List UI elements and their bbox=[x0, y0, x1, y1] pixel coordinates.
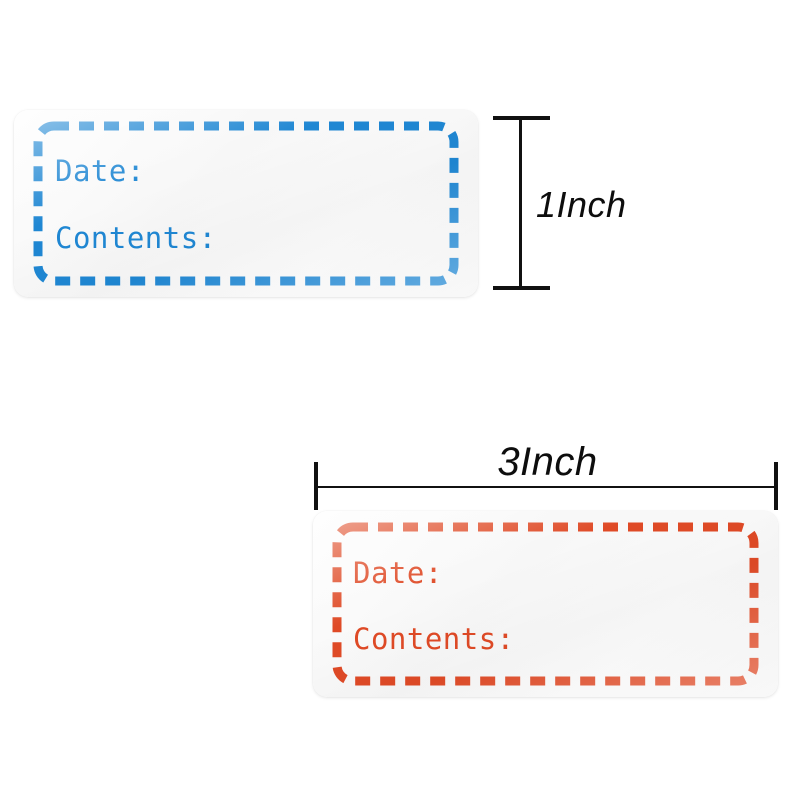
field-label-date: Date: bbox=[55, 154, 145, 188]
dimension-width-3inch: 3Inch bbox=[310, 440, 785, 515]
dashed-border-blue bbox=[33, 121, 459, 286]
dimension-cap-left bbox=[314, 462, 318, 510]
dimension-width-text: 3Inch bbox=[497, 440, 598, 484]
dimension-cap-top bbox=[493, 116, 550, 120]
dimension-spine-horizontal bbox=[318, 486, 774, 488]
field-label-contents: Contents: bbox=[353, 622, 515, 656]
dimension-cap-bottom bbox=[493, 286, 550, 290]
field-label-contents: Contents: bbox=[55, 221, 217, 255]
dimension-height-text: 1Inch bbox=[536, 184, 627, 225]
field-label-date: Date: bbox=[353, 556, 443, 590]
dimension-cap-right bbox=[774, 462, 778, 510]
sticker-label-red: Date: Contents: bbox=[313, 511, 778, 697]
dashed-border-red bbox=[332, 522, 759, 686]
sticker-label-blue: Date: Contents: bbox=[14, 110, 478, 297]
dimension-height-1inch: 1Inch bbox=[488, 108, 658, 308]
dimension-spine-vertical bbox=[519, 120, 522, 288]
